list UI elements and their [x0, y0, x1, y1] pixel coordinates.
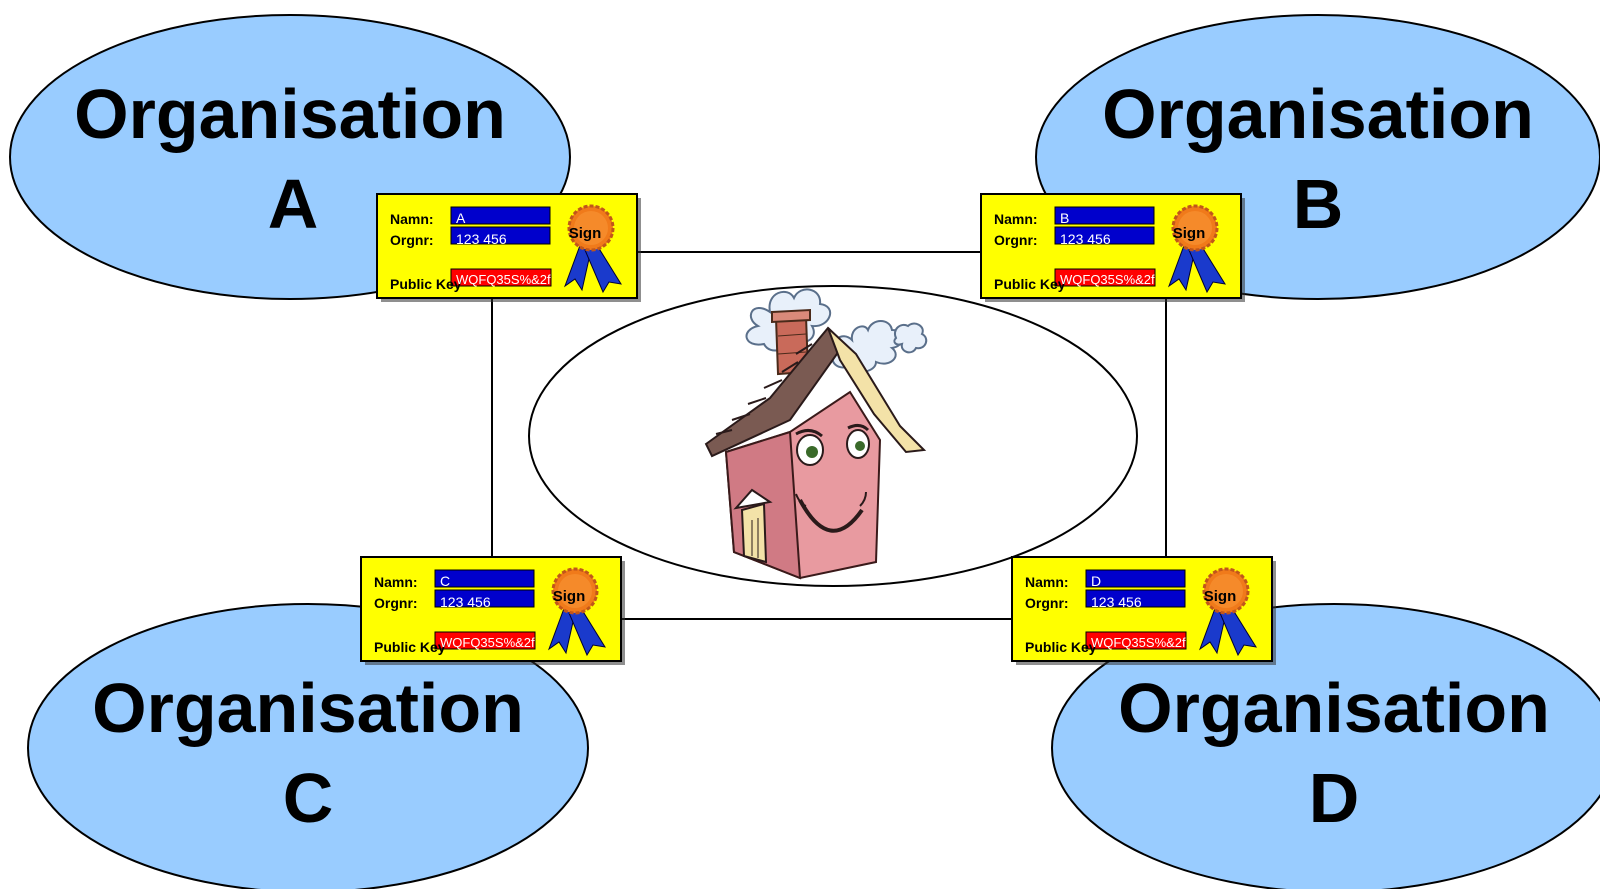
orgnr-value: 123 456: [1060, 231, 1111, 247]
public-key-label: Public Key: [374, 639, 446, 655]
orgnr-label: Orgnr:: [994, 232, 1038, 248]
seal-label: Sign: [1173, 225, 1206, 242]
certificate-card-b: Namn: B Orgnr: 123 456 Public Key WQFQ35…: [979, 192, 1247, 304]
orgnr-label: Orgnr:: [374, 595, 418, 611]
organisation-c-letter: C: [283, 759, 334, 837]
organisation-d-title: Organisation: [1118, 669, 1550, 747]
seal-label: Sign: [569, 225, 602, 242]
organisation-c-title: Organisation: [92, 669, 524, 747]
organisation-d-ellipse: [1051, 603, 1600, 889]
central-hub: [528, 285, 1138, 587]
orgnr-value: 123 456: [440, 594, 491, 610]
orgnr-value: 123 456: [1091, 594, 1142, 610]
name-value: A: [456, 210, 466, 226]
orgnr-label: Orgnr:: [1025, 595, 1069, 611]
name-value: C: [440, 573, 450, 589]
name-label: Namn:: [390, 211, 434, 227]
name-label: Namn:: [374, 574, 418, 590]
certificate-card-d: Namn: D Orgnr: 123 456 Public Key WQFQ35…: [1010, 555, 1278, 667]
organisation-d: Organisation D: [1051, 603, 1600, 889]
certificate-card-c: Namn: C Orgnr: 123 456 Public Key WQFQ35…: [359, 555, 627, 667]
seal-label: Sign: [1204, 588, 1237, 605]
organisation-d-letter: D: [1309, 759, 1360, 837]
seal-label: Sign: [553, 588, 586, 605]
public-key-label: Public Key: [390, 276, 462, 292]
organisation-b-letter: B: [1293, 165, 1344, 243]
orgnr-label: Orgnr:: [390, 232, 434, 248]
name-value: B: [1060, 210, 1069, 226]
organisation-a-letter: A: [268, 165, 319, 243]
name-value: D: [1091, 573, 1101, 589]
organisation-b-title: Organisation: [1102, 75, 1534, 153]
network-connector-lines: [491, 251, 1167, 620]
public-key-value: WQFQ35S%&2f: [1060, 272, 1155, 287]
certificate-card-a: Namn: A Orgnr: 123 456 Public Key WQFQ35…: [375, 192, 643, 304]
name-label: Namn:: [1025, 574, 1069, 590]
name-label: Namn:: [994, 211, 1038, 227]
orgnr-value: 123 456: [456, 231, 507, 247]
public-key-label: Public Key: [1025, 639, 1097, 655]
public-key-value: WQFQ35S%&2f: [1091, 635, 1186, 650]
organisation-a-title: Organisation: [74, 75, 506, 153]
organisation-c: Organisation C: [27, 603, 589, 889]
organisation-c-ellipse: [27, 603, 589, 889]
public-key-value: WQFQ35S%&2f: [440, 635, 535, 650]
public-key-value: WQFQ35S%&2f: [456, 272, 551, 287]
public-key-label: Public Key: [994, 276, 1066, 292]
